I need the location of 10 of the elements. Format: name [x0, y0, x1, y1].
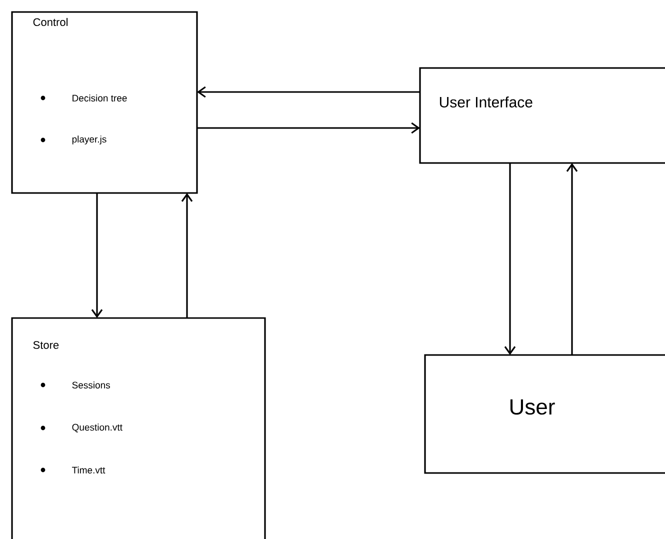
box: Store Sessions Question.vtt Time.vtt [11, 317, 266, 539]
box: User [424, 354, 665, 474]
box: User Interface [419, 67, 665, 164]
arrow [197, 86, 420, 98]
box: Control Decision tree player.js [11, 11, 198, 194]
arrow [197, 122, 420, 134]
arrow [181, 193, 193, 318]
arrow [504, 163, 516, 355]
arrow [91, 193, 103, 318]
arrow [566, 163, 578, 355]
